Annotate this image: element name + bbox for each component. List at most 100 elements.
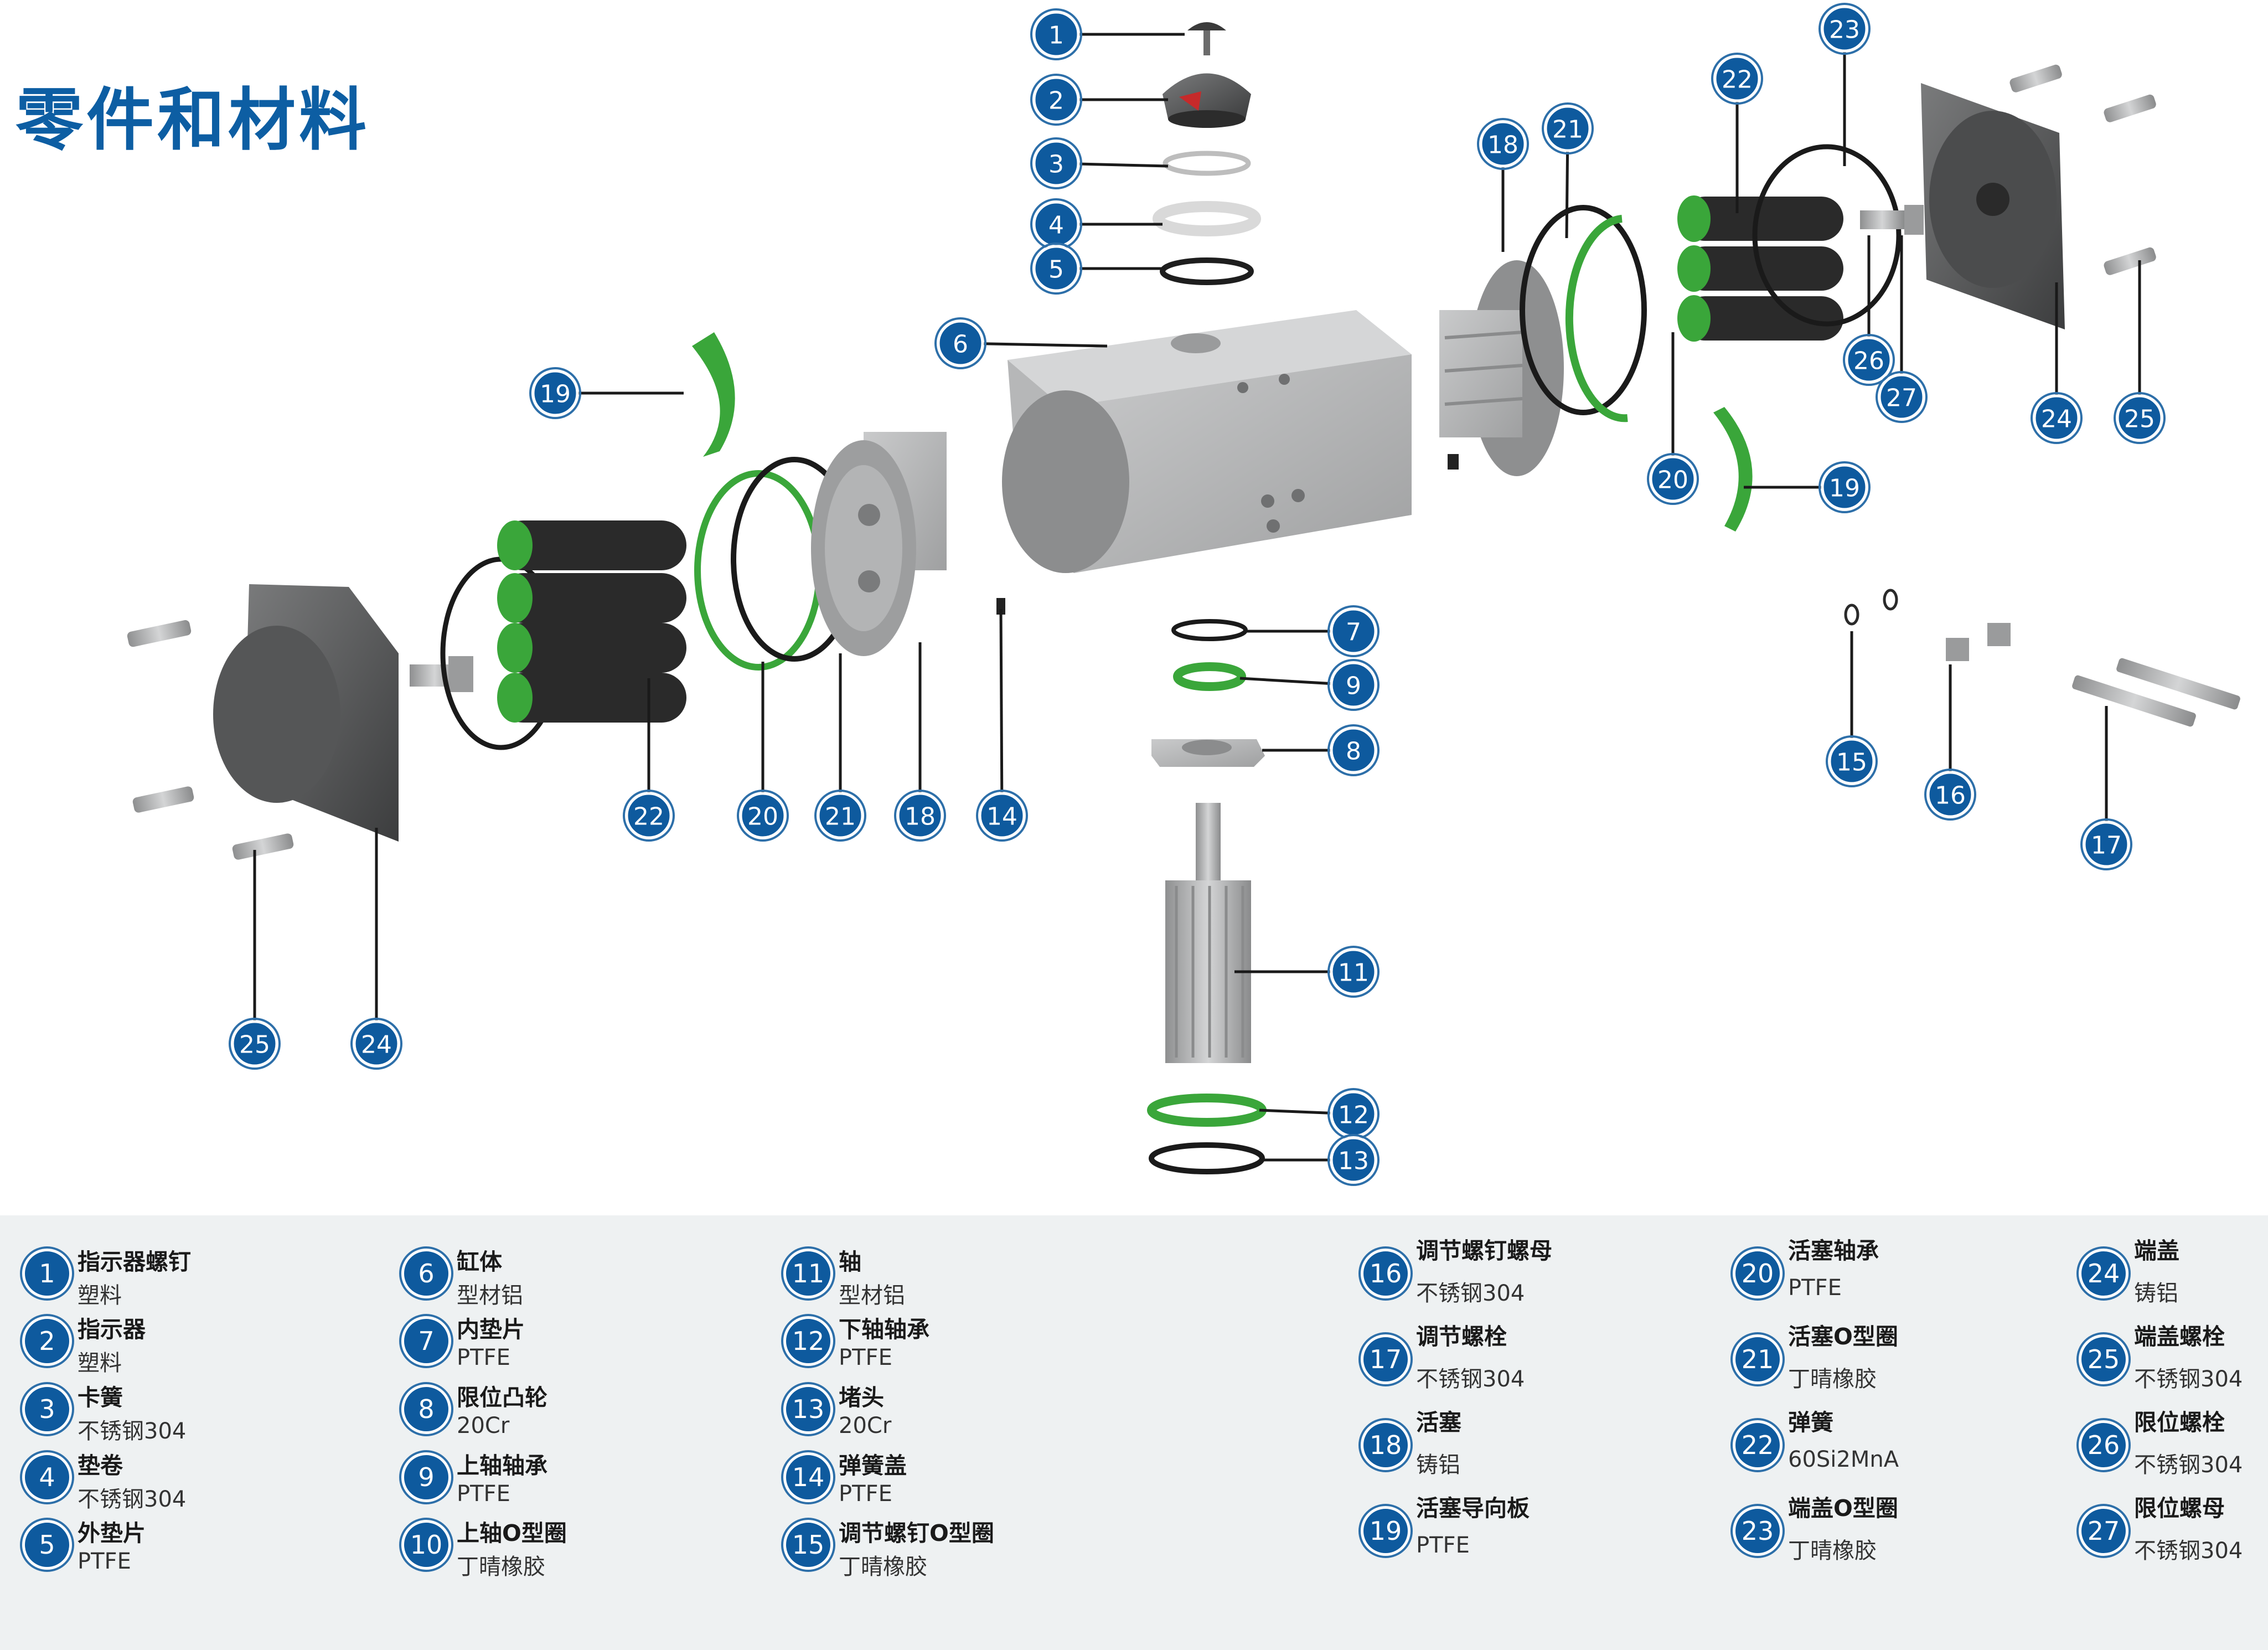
callout-badge-ring	[1030, 243, 1082, 295]
part-name: 内垫片	[457, 1316, 525, 1343]
callout-badge	[937, 319, 984, 367]
part-name: 活塞轴承	[1788, 1238, 1879, 1264]
callout-11: 11	[1234, 946, 1380, 998]
part-name: 堵头	[839, 1384, 884, 1411]
callout-number: 2	[1048, 87, 1064, 115]
part-name: 卡簧	[78, 1384, 123, 1411]
callout-badge	[1032, 76, 1080, 123]
callout-badge-ring	[1327, 605, 1380, 657]
callout-badge	[1032, 140, 1080, 187]
piston-bearing-right	[1565, 215, 1628, 422]
end-cap-left	[213, 584, 399, 842]
callout-20: 20	[737, 662, 789, 842]
callout-20: 20	[1647, 332, 1699, 505]
part-material: 不锈钢304	[2134, 1367, 2243, 1392]
callout-22: 22	[623, 678, 675, 842]
callout-15: 15	[1826, 631, 1878, 787]
spring-cap-small-right	[1448, 454, 1459, 470]
part-name: 垫卷	[78, 1452, 123, 1479]
callout-badge-ring	[894, 790, 946, 842]
part-material: 丁晴橡胶	[457, 1554, 545, 1580]
callout-badge-ring	[1327, 724, 1380, 776]
callout-badge	[1330, 1136, 1377, 1184]
callout-badge	[353, 1020, 400, 1068]
callout-number: 19	[1829, 475, 1860, 503]
callout-badge	[1330, 726, 1377, 774]
callout-badge	[1821, 463, 1868, 511]
callout-3: 3	[1030, 137, 1169, 189]
callout-18: 18	[894, 642, 946, 842]
callout-2: 2	[1030, 74, 1168, 126]
part-material: 20Cr	[457, 1413, 510, 1438]
callout-number: 21	[825, 803, 856, 831]
legend-badge: 10	[401, 1520, 451, 1570]
callout-23: 23	[1818, 3, 1871, 166]
callout-25: 25	[2114, 260, 2166, 444]
shaft	[1165, 803, 1251, 1063]
callout-badge	[1479, 120, 1527, 168]
callout-13: 13	[1262, 1134, 1380, 1186]
callout-number: 14	[986, 803, 1017, 831]
callout-badge	[1821, 5, 1868, 53]
callout-22: 22	[1711, 53, 1763, 213]
callout-badge-ring	[1030, 74, 1082, 126]
callout-number: 19	[540, 380, 571, 409]
callout-badge-ring	[737, 790, 789, 842]
callout-badge-ring	[1542, 102, 1594, 154]
springs-right	[1677, 195, 1843, 342]
legend-badge: 18	[1361, 1420, 1411, 1470]
callout-layer: 1234567891112131418212022192425182122232…	[229, 3, 2166, 1186]
end-cap-bolts-right	[2009, 64, 2156, 275]
callout-badge	[739, 792, 787, 839]
upper-shaft-bearing	[1173, 662, 1246, 691]
adjust-screw-nuts	[1946, 623, 2011, 661]
callout-19: 19	[529, 367, 684, 419]
callout-badge	[1649, 455, 1697, 503]
callout-number: 12	[1338, 1101, 1369, 1130]
legend-badge: 3	[22, 1384, 72, 1434]
callout-25: 25	[229, 850, 281, 1070]
callout-badge	[1845, 336, 1893, 384]
part-material: 塑料	[78, 1283, 122, 1308]
part-name: 限位螺母	[2134, 1495, 2225, 1522]
callout-number: 15	[1836, 749, 1867, 777]
part-name: 端盖螺栓	[2134, 1323, 2225, 1350]
callout-27: 27	[1876, 235, 1928, 423]
part-material: PTFE	[78, 1549, 131, 1574]
part-name: 指示器螺钉	[78, 1249, 191, 1275]
leader-line	[999, 609, 1004, 816]
washer	[1153, 201, 1261, 236]
legend-badge: 9	[401, 1452, 451, 1502]
adjust-bolts	[2072, 658, 2240, 727]
part-material: 不锈钢304	[78, 1419, 187, 1444]
part-name: 上轴O型圈	[457, 1520, 567, 1546]
callout-badge-ring	[1327, 1134, 1380, 1186]
callout-number: 24	[361, 1031, 392, 1059]
callout-number: 25	[2124, 405, 2155, 434]
legend-badge: 20	[1733, 1249, 1783, 1298]
piston-o-ring-right	[1520, 205, 1647, 415]
callout-badge	[2083, 821, 2130, 868]
callout-21: 21	[1542, 102, 1594, 239]
callout-badge	[1713, 55, 1761, 102]
callout-badge	[231, 1020, 278, 1068]
legend-badge: 1	[22, 1249, 72, 1298]
callout-badge	[1828, 738, 1876, 785]
legend-badge: 27	[2079, 1506, 2128, 1556]
circlip	[1163, 151, 1251, 176]
callout-number: 17	[2091, 832, 2122, 860]
part-name: 缸体	[457, 1249, 502, 1275]
callout-14: 14	[976, 609, 1028, 842]
callout-badge-ring	[1843, 334, 1895, 386]
legend-badge: 23	[1733, 1506, 1783, 1556]
part-material: PTFE	[457, 1345, 510, 1370]
legend-badge: 13	[783, 1384, 833, 1434]
callout-1: 1	[1030, 8, 1185, 60]
callout-badge	[1032, 11, 1080, 58]
part-material: 不锈钢304	[1416, 1281, 1525, 1306]
callout-badge	[625, 792, 673, 839]
callout-badge-ring	[1826, 735, 1878, 787]
callout-badge-ring	[1876, 371, 1928, 423]
part-material: 不锈钢304	[2134, 1538, 2243, 1564]
callout-badge	[1330, 948, 1377, 996]
